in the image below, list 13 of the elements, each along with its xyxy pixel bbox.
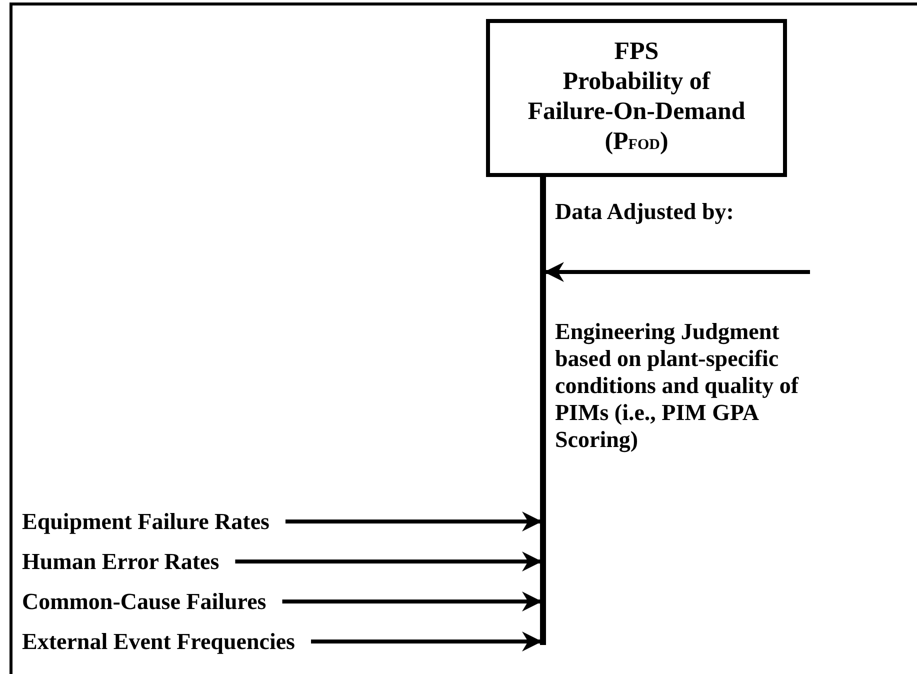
arrow (311, 632, 542, 652)
process-box (486, 19, 787, 177)
arrow (285, 512, 542, 532)
annotation-text: Data Adjusted by: (555, 198, 734, 225)
input-label: Equipment Failure Rates (22, 508, 270, 535)
input-label: Common-Cause Failures (22, 588, 266, 615)
arrow (282, 592, 542, 612)
arrow (544, 262, 810, 282)
input-label: External Event Frequencies (22, 628, 295, 655)
input-label: Human Error Rates (22, 548, 220, 575)
arrow (235, 552, 542, 572)
box-title: FPS (614, 36, 659, 66)
annotation-text: Engineering Judgment based on plant-specific conditions and quality of PIMs (i.e., PIM GPA Scoring) (555, 318, 800, 453)
